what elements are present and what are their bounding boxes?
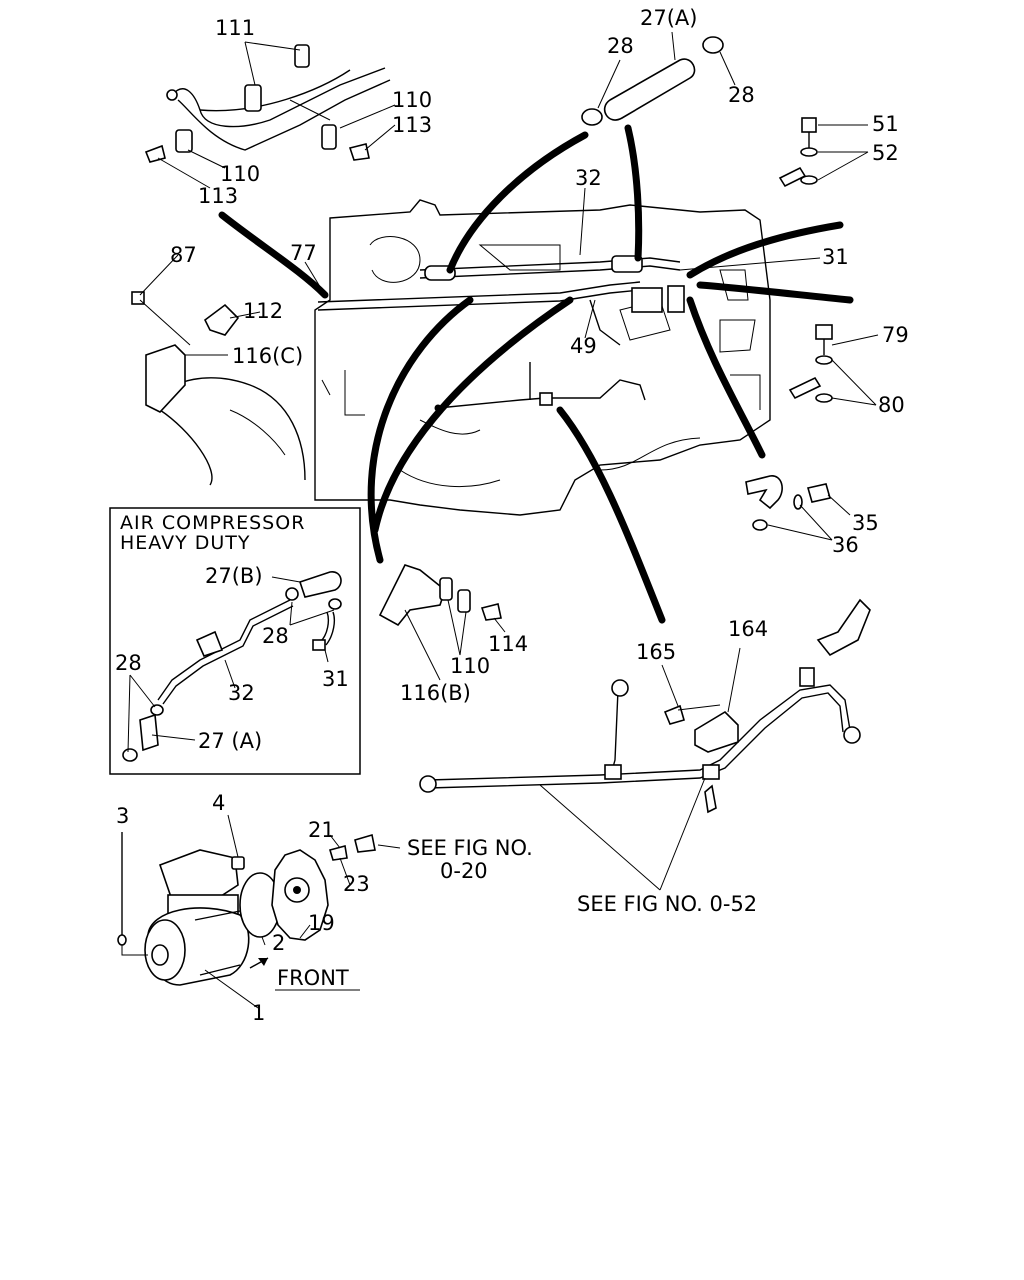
bolt-79-washers-80	[788, 324, 879, 406]
callout-leaders-center	[304, 187, 821, 339]
callout-1: 1	[252, 1001, 265, 1025]
engine-block-outline	[314, 199, 771, 516]
callout-165: 165	[636, 640, 676, 664]
callout-35: 35	[852, 511, 879, 535]
front-label: FRONT	[277, 966, 349, 990]
callout-77: 77	[290, 241, 317, 265]
callout-87: 87	[170, 243, 197, 267]
fitting-35-36	[745, 475, 851, 541]
callout-51: 51	[872, 112, 899, 136]
see-fig-0-52-leaders	[539, 777, 706, 891]
hose-27a-top	[581, 31, 736, 126]
callout-27a-top: 27(A)	[640, 6, 697, 30]
inset-callout-31: 31	[322, 667, 349, 691]
callout-110-mid: 110	[450, 654, 490, 678]
callout-110-left: 110	[220, 162, 260, 186]
callout-2: 2	[272, 931, 285, 955]
callout-31: 31	[822, 245, 849, 269]
callout-28-top-left: 28	[607, 34, 634, 58]
callout-32: 32	[575, 166, 602, 190]
inset-callout-27a: 27 (A)	[198, 729, 262, 753]
callout-164: 164	[728, 617, 768, 641]
callout-110-top: 110	[392, 88, 432, 112]
callout-28-top-right: 28	[728, 83, 755, 107]
inset-callout-28-b: 28	[115, 651, 142, 675]
callout-19: 19	[308, 911, 335, 935]
callout-4: 4	[212, 791, 225, 815]
callout-80: 80	[878, 393, 905, 417]
bracket-116c	[131, 254, 261, 413]
callout-116c: 116(C)	[232, 344, 303, 368]
inset-title-line1: AIR COMPRESSOR	[120, 512, 305, 534]
top-left-harness	[144, 44, 391, 163]
callout-113-left: 113	[198, 184, 238, 208]
callout-112: 112	[243, 299, 283, 323]
callout-36: 36	[832, 533, 859, 557]
callout-23: 23	[343, 872, 370, 896]
callout-113-right: 113	[392, 113, 432, 137]
see-fig-0-52: SEE FIG NO. 0-52	[577, 892, 757, 916]
callout-3: 3	[116, 804, 129, 828]
callout-111: 111	[215, 16, 255, 40]
air-compressor-assembly	[117, 814, 401, 1009]
callout-116b: 116(B)	[400, 681, 471, 705]
ground-cable-assembly	[419, 598, 871, 814]
callout-79: 79	[882, 323, 909, 347]
inset-callout-27b: 27(B)	[205, 564, 263, 588]
bolt-51-washers-52	[778, 117, 869, 188]
callout-21: 21	[308, 818, 335, 842]
inset-title-line2: HEAVY DUTY	[120, 532, 250, 554]
see-fig-0-20-line1: SEE FIG NO.	[407, 836, 533, 860]
pipe-assembly-77	[317, 255, 685, 412]
callout-114: 114	[488, 632, 528, 656]
bracket-116b	[378, 564, 506, 681]
inset-heavy-duty-panel	[109, 507, 361, 775]
see-fig-0-20-line2: 0-20	[440, 859, 488, 883]
inset-callout-28-a: 28	[262, 624, 289, 648]
flywheel-housing-outline	[157, 377, 306, 486]
inset-callout-32: 32	[228, 681, 255, 705]
callout-49: 49	[570, 334, 597, 358]
callout-52: 52	[872, 141, 899, 165]
heavy-leader-lines	[218, 124, 854, 624]
callout-leaders-top-left	[157, 41, 396, 189]
